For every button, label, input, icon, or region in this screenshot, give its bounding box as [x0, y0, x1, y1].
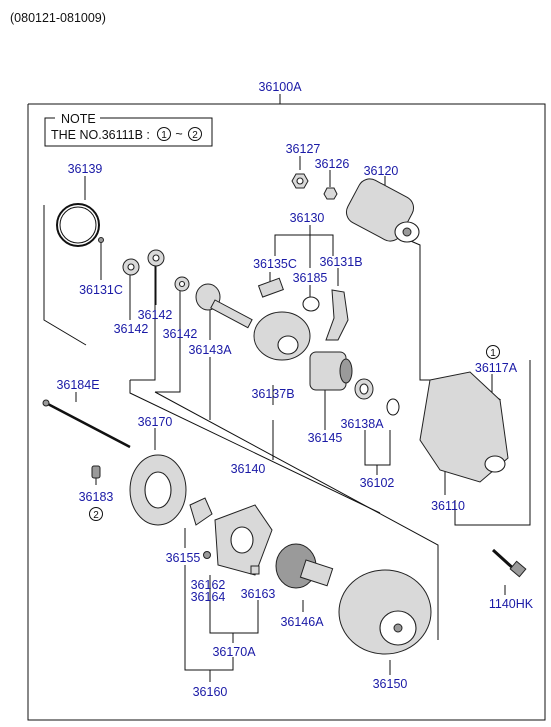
part-label-36143A[interactable]: 36143A — [188, 343, 232, 357]
part-label-1140HK[interactable]: 1140HK — [489, 597, 534, 611]
part-collar-36138A[interactable] — [354, 378, 400, 416]
part-label-36184E[interactable]: 36184E — [56, 378, 99, 392]
part-plate-36135C[interactable] — [257, 277, 284, 298]
part-label-36183[interactable]: 36183 — [79, 490, 114, 504]
part-bolt-36184E[interactable] — [42, 399, 131, 449]
part-label-36139[interactable]: 36139 — [68, 162, 103, 176]
part-screw-36183[interactable] — [91, 465, 101, 479]
date-range-header: (080121-081009) — [10, 11, 106, 25]
part-end-cover-36170[interactable] — [129, 454, 187, 526]
note-mark-1: 1 — [161, 130, 167, 141]
part-dot-36131C — [98, 237, 104, 243]
part-label-36170[interactable]: 36170 — [138, 415, 173, 429]
part-clip-36164[interactable] — [250, 565, 260, 575]
part-armature-36146A[interactable] — [275, 543, 334, 589]
part-ring-36185[interactable] — [302, 296, 320, 312]
part-brush-36155[interactable] — [189, 497, 213, 526]
part-brush-holder-36163[interactable] — [214, 504, 273, 576]
reference-mark-2-circle — [89, 507, 103, 521]
note-box: NOTE THE NO.36111B : 1 ~ 2 — [44, 112, 213, 147]
part-label-36126[interactable]: 36126 — [315, 157, 350, 171]
note-tilde: ~ — [175, 127, 182, 141]
part-label-36135C[interactable]: 36135C — [253, 257, 297, 271]
part-label-36160[interactable]: 36160 — [193, 685, 228, 699]
part-gear-36142-b[interactable] — [174, 276, 190, 292]
part-label-36170A[interactable]: 36170A — [212, 645, 256, 659]
part-label-36102[interactable]: 36102 — [360, 476, 395, 490]
reference-mark-2: 2 — [93, 510, 99, 521]
reference-mark-1-circle — [486, 345, 500, 359]
note-mark-2: 2 — [192, 130, 198, 141]
part-label-36127[interactable]: 36127 — [286, 142, 321, 156]
part-bolt-1140HK[interactable] — [491, 548, 527, 578]
part-label-36142-c[interactable]: 36142 — [163, 327, 198, 341]
part-label-36145[interactable]: 36145 — [308, 431, 343, 445]
part-yoke-36150[interactable] — [338, 569, 432, 655]
part-label-36138A[interactable]: 36138A — [340, 417, 384, 431]
part-clutch-36145[interactable] — [309, 351, 353, 391]
part-lever-36131B[interactable] — [325, 289, 349, 341]
reference-mark-1: 1 — [490, 348, 496, 359]
part-nut-36127[interactable] — [291, 173, 309, 189]
part-label-36162[interactable]: 36162 — [191, 578, 226, 592]
part-label-36131C[interactable]: 36131C — [79, 283, 123, 297]
part-label-36155[interactable]: 36155 — [166, 551, 201, 565]
part-label-36163[interactable]: 36163 — [241, 587, 276, 601]
part-label-36146A[interactable]: 36146A — [280, 615, 324, 629]
part-shaft-36143A[interactable] — [195, 283, 253, 329]
part-label-36100A[interactable]: 36100A — [258, 80, 302, 94]
part-label-36164[interactable]: 36164 — [191, 590, 226, 604]
part-spring-36162[interactable] — [203, 551, 211, 559]
part-gear-36142-a[interactable] — [147, 249, 165, 267]
part-gear-36131C[interactable] — [122, 258, 140, 276]
part-label-36117A[interactable]: 36117A — [475, 361, 518, 375]
part-label-36142-b[interactable]: 36142 — [114, 322, 149, 336]
part-label-36140[interactable]: 36140 — [231, 462, 266, 476]
part-nut-36126[interactable] — [323, 187, 338, 200]
assembly-frame — [27, 94, 546, 721]
part-housing-36137B[interactable] — [253, 311, 311, 361]
part-label-36142-a[interactable]: 36142 — [138, 308, 173, 322]
part-front-housing-36110[interactable] — [419, 371, 509, 483]
part-label-36130[interactable]: 36130 — [290, 211, 325, 225]
part-o-ring-36139[interactable] — [56, 203, 100, 247]
note-text: THE NO.36111B : — [51, 128, 150, 142]
part-solenoid-36120[interactable] — [342, 175, 420, 246]
part-label-36120[interactable]: 36120 — [364, 164, 399, 178]
part-label-36137B[interactable]: 36137B — [251, 387, 294, 401]
part-label-36185[interactable]: 36185 — [293, 271, 328, 285]
part-label-36110[interactable]: 36110 — [431, 499, 465, 513]
part-label-36131B[interactable]: 36131B — [319, 255, 362, 269]
part-label-36150[interactable]: 36150 — [373, 677, 408, 691]
note-heading: NOTE — [61, 112, 96, 126]
